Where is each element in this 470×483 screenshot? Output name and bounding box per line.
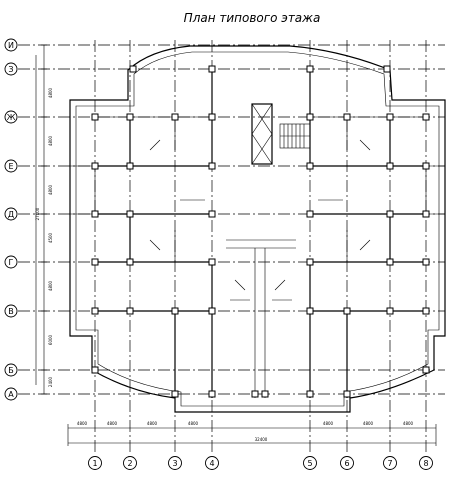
dim-bottom-1: 4800: [107, 421, 118, 426]
axis-row-label: Б: [8, 366, 14, 375]
axis-column-label: 3: [172, 459, 177, 468]
axis-column-label: 2: [127, 459, 132, 468]
building-outline: [69, 45, 446, 413]
dim-left-2: 4800: [48, 135, 53, 146]
row-axis-bubbles: И З Ж Е Д Г В Б А: [4, 38, 18, 401]
axis-column-label: 8: [423, 459, 428, 468]
left-dimension-chain: 4800 4800 4800 4500 4800 6000 2400 27600: [35, 44, 53, 395]
dim-left-1: 4800: [48, 87, 53, 98]
axis-row-label: А: [8, 390, 14, 399]
column-axis-bubbles: 1 2 3 4 5 6 7 8: [88, 456, 433, 470]
structural-columns: [91, 65, 430, 398]
dim-left-7: 2400: [48, 376, 53, 387]
axis-row-label: Е: [8, 162, 13, 171]
dim-bottom-5: 4800: [323, 421, 334, 426]
dim-left-3: 4800: [48, 184, 53, 195]
axis-row-label: В: [8, 307, 14, 316]
dim-left-total: 27600: [35, 207, 40, 220]
axis-column-label: 4: [209, 459, 214, 468]
axis-column-label: 7: [387, 459, 392, 468]
axis-row-label: Г: [9, 258, 14, 267]
plan-title: План типового этажа: [184, 11, 321, 25]
axis-row-label: Ж: [7, 113, 16, 122]
dim-bottom-7: 4800: [403, 421, 414, 426]
dim-bottom-3: 4800: [188, 421, 199, 426]
axis-row-label: З: [8, 65, 13, 74]
axis-column-label: 5: [307, 459, 312, 468]
dim-left-5: 4800: [48, 280, 53, 291]
bottom-dimension-chain: 4800 4800 4800 4800 4800 4800 4800 32400: [67, 421, 437, 446]
axis-row-label: И: [8, 41, 14, 50]
dim-left-4: 4500: [48, 232, 53, 243]
dim-bottom-2: 4800: [147, 421, 158, 426]
axis-column-label: 1: [92, 459, 97, 468]
axis-row-label: Д: [8, 210, 14, 219]
dim-left-6: 6000: [48, 334, 53, 345]
dim-bottom-0: 4800: [77, 421, 88, 426]
dim-bottom-6: 4800: [363, 421, 374, 426]
horizontal-grid-lines: [18, 44, 445, 395]
axis-column-label: 6: [344, 459, 349, 468]
interior-walls: [70, 69, 445, 398]
dim-bottom-total: 32400: [255, 437, 268, 442]
